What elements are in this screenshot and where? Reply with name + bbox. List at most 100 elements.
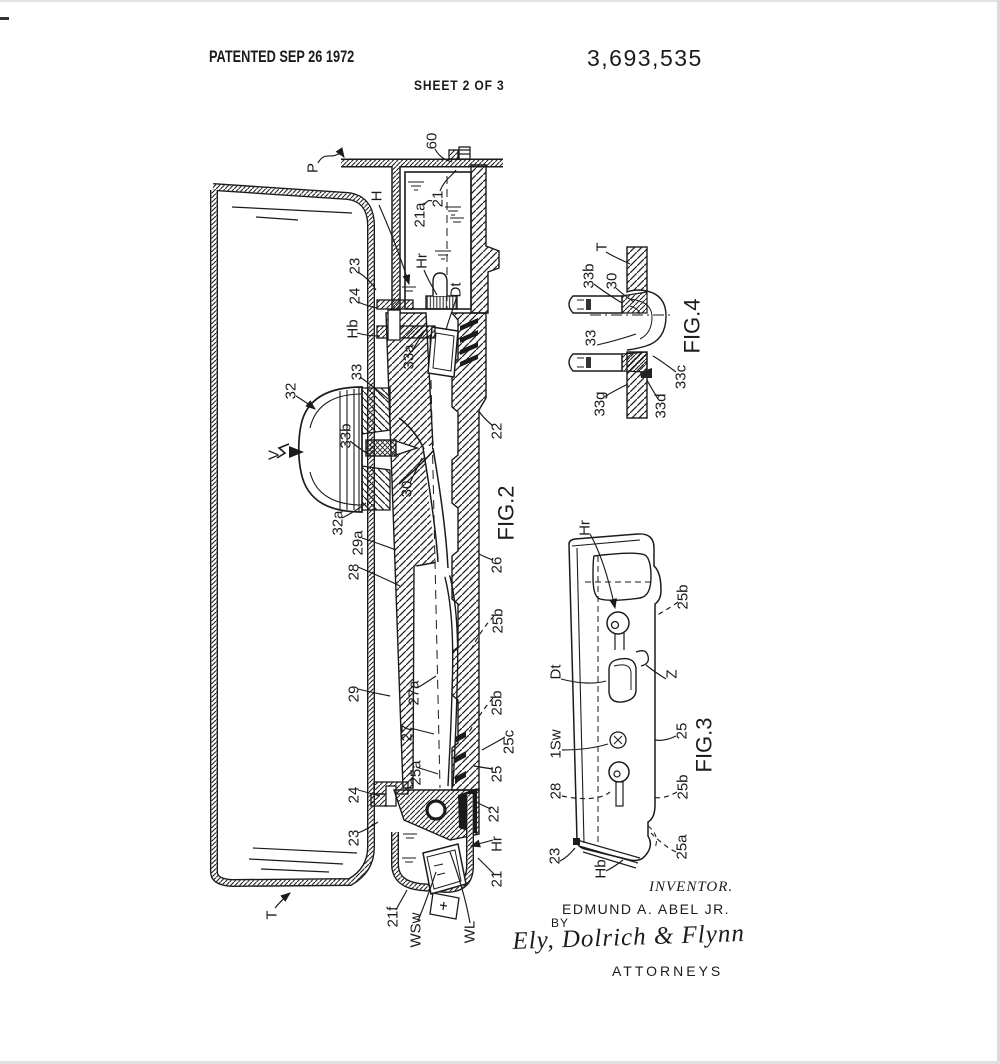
ref-label-60: 60: [424, 133, 441, 150]
ref-label-21f: 21f: [385, 906, 402, 928]
fig2-label: FIG.2: [494, 485, 519, 540]
float-valve: [425, 272, 458, 310]
inlet-fitting: [422, 843, 467, 920]
patented-stamp: PATENTED SEP 26 1972: [209, 47, 355, 66]
ref-label-25: 25: [674, 723, 691, 740]
ref-label-25: 25: [489, 766, 506, 783]
ref-label-WL: WL: [462, 921, 479, 944]
ref-label-24: 24: [347, 288, 364, 305]
water-marks-bottom: [402, 833, 417, 863]
ref-label-24: 24: [346, 787, 363, 804]
fig3-body: [568, 533, 662, 862]
ref-label-21a: 21a: [412, 202, 429, 228]
fig3-cup: [608, 657, 637, 703]
ref-label-H: H: [369, 191, 386, 202]
sheet-label: SHEET 2 OF 3: [414, 77, 505, 93]
ref-label-21: 21: [489, 871, 506, 888]
fig4-label: FIG.4: [680, 298, 705, 353]
fig3-label: FIG.3: [692, 717, 717, 772]
ref-label-29a: 29a: [350, 530, 367, 556]
ref-label-25b: 25b: [489, 690, 506, 715]
fig3-hook: [635, 650, 649, 667]
ref-label-26: 26: [489, 557, 506, 574]
ref-label-22: 22: [489, 423, 506, 440]
ref-label-Hr: Hr: [414, 253, 431, 269]
ref-label-29: 29: [346, 686, 363, 703]
ref-label-21: 21: [430, 191, 447, 208]
fig4-prong-bottom: [568, 353, 623, 372]
ref-label-1Sw: 1Sw: [548, 729, 565, 758]
housing-right-wall: [470, 164, 500, 314]
fig3-drawing: [559, 533, 679, 872]
ref-label-Hb: Hb: [593, 859, 610, 878]
ref-label-33d: 33d: [653, 393, 670, 418]
fig4-leaders: [593, 251, 677, 400]
ref-label-25b: 25b: [675, 774, 692, 799]
ref-label-33: 33: [583, 330, 600, 347]
ref-label-33a: 33a: [401, 344, 418, 370]
ref-label-32: 32: [283, 383, 300, 400]
ref-label-25b: 25b: [490, 608, 507, 633]
ref-label-33b: 33b: [581, 263, 598, 288]
ref-label-T: T: [264, 910, 281, 919]
ref-label-P: P: [305, 163, 322, 173]
ref-label-23: 23: [547, 848, 564, 865]
ref-label-30: 30: [399, 481, 416, 498]
ref-label-T: T: [594, 242, 611, 251]
mount-bracket-top: [376, 299, 436, 341]
patent-number: 3,693,535: [587, 45, 703, 71]
drain-hole: [425, 799, 447, 821]
ref-label-33g: 33g: [592, 391, 609, 416]
ref-label-Hb: Hb: [345, 319, 362, 338]
body-right-column: [450, 312, 487, 791]
fig4-wall-top: [626, 246, 648, 293]
ref-label-Hr: Hr: [577, 520, 594, 536]
ref-label-V: V: [266, 450, 283, 460]
ref-label-28: 28: [346, 564, 363, 581]
clamp-60: [448, 146, 471, 160]
vent-dome: [297, 386, 420, 513]
fig2-leaders: [274, 147, 506, 924]
ref-label-28: 28: [548, 783, 565, 800]
fig2-drawing: [213, 146, 506, 924]
ref-label-27: 27: [399, 725, 416, 742]
ref-label-23: 23: [347, 258, 364, 275]
ref-label-WSw: WSw: [408, 912, 425, 947]
ref-label-27a: 27a: [406, 680, 423, 706]
attorneys-label: ATTORNEYS: [612, 963, 724, 979]
ref-label-Hr: Hr: [489, 836, 506, 852]
inventor-label: INVENTOR.: [649, 879, 734, 895]
fig3-handle-recess: [592, 552, 652, 601]
ref-label-Dt: Dt: [548, 664, 565, 680]
measuring-cavity: [413, 566, 453, 788]
ref-label-25a: 25a: [408, 760, 425, 786]
inventor-name: EDMUND A. ABEL JR.: [562, 901, 731, 917]
ref-label-32a: 32a: [330, 510, 347, 536]
cup-cavity: [427, 326, 459, 378]
ref-label-33c: 33c: [673, 364, 690, 389]
fig3-foot: [576, 839, 641, 869]
ref-label-25b: 25b: [675, 584, 692, 609]
ref-label-33b: 33b: [338, 423, 355, 448]
siphon-channel: [423, 446, 451, 578]
centerline: [429, 334, 441, 789]
ref-label-Z: Z: [664, 669, 681, 678]
ref-label-22: 22: [486, 806, 503, 823]
tub-water-lines: [231, 206, 358, 873]
ref-label-Dt: Dt: [448, 282, 465, 298]
fig4-drawing: [568, 246, 677, 419]
ref-label-33: 33: [349, 364, 366, 381]
ref-label-23: 23: [346, 830, 363, 847]
fig3-pivot-top: [606, 611, 630, 635]
water-marks: [402, 181, 464, 292]
ref-label-30: 30: [604, 273, 621, 290]
fig3-leaders: [559, 533, 679, 872]
fig3-switch: [609, 731, 627, 749]
ref-label-25c: 25c: [501, 729, 518, 754]
by-label: BY: [551, 916, 570, 930]
ref-label-25a: 25a: [674, 834, 691, 860]
gasket-stripes: [455, 318, 478, 783]
